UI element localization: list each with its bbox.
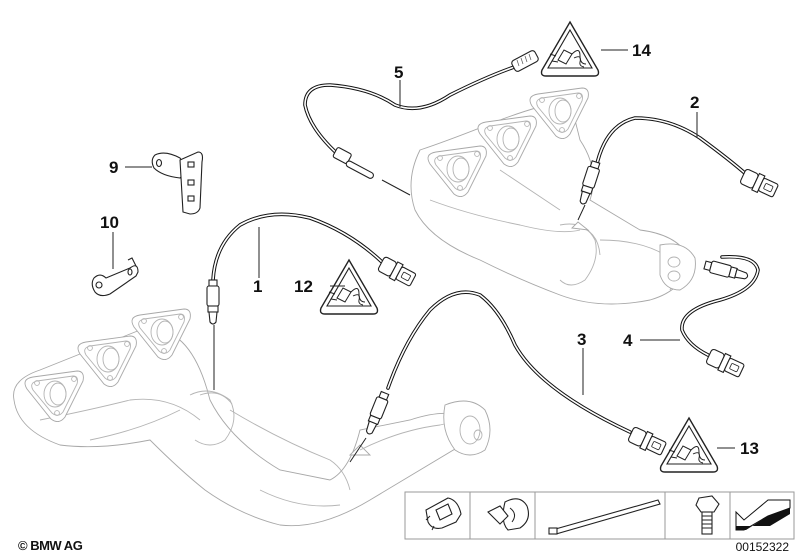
holder-10[interactable] [91, 257, 139, 297]
oxygen-sensor-4[interactable] [680, 254, 760, 380]
callout-14: 14 [632, 41, 651, 60]
exhaust-manifold-bank-2 [410, 87, 696, 305]
bracket-9[interactable] [151, 151, 204, 215]
callout-13: 13 [740, 439, 759, 458]
connector-warning-icon-14 [540, 21, 600, 77]
callout-2: 2 [690, 93, 699, 112]
leader-lines [112, 49, 735, 449]
callout-3: 3 [577, 330, 586, 349]
cable-tie-8[interactable] [548, 499, 661, 535]
copyright-text: © BMW AG [18, 538, 83, 553]
oxygen-sensor-1[interactable] [206, 212, 418, 390]
connector-warning-icon-12 [319, 259, 379, 315]
exhaust-manifold-bank-1 [13, 308, 491, 527]
document-number: 00152322 [735, 540, 789, 554]
callout-1: 1 [253, 277, 262, 296]
connector-warning-icon-13 [659, 417, 719, 473]
cable-holder-7[interactable] [487, 498, 529, 531]
cable-clip-6[interactable] [425, 497, 462, 531]
oxygen-sensor-3[interactable] [349, 290, 668, 463]
callout-5: 5 [394, 63, 403, 82]
callout-9: 9 [109, 158, 118, 177]
exhaust-temperature-sensor[interactable] [303, 50, 539, 196]
callout-12: 12 [294, 277, 313, 296]
oxygen-sensor-2[interactable] [576, 116, 780, 221]
direction-arrow-icon [735, 499, 791, 531]
callout-10: 10 [100, 213, 119, 232]
hex-bolt-11[interactable] [695, 495, 720, 535]
callout-4: 4 [623, 331, 633, 350]
small-parts-strip [404, 491, 795, 540]
